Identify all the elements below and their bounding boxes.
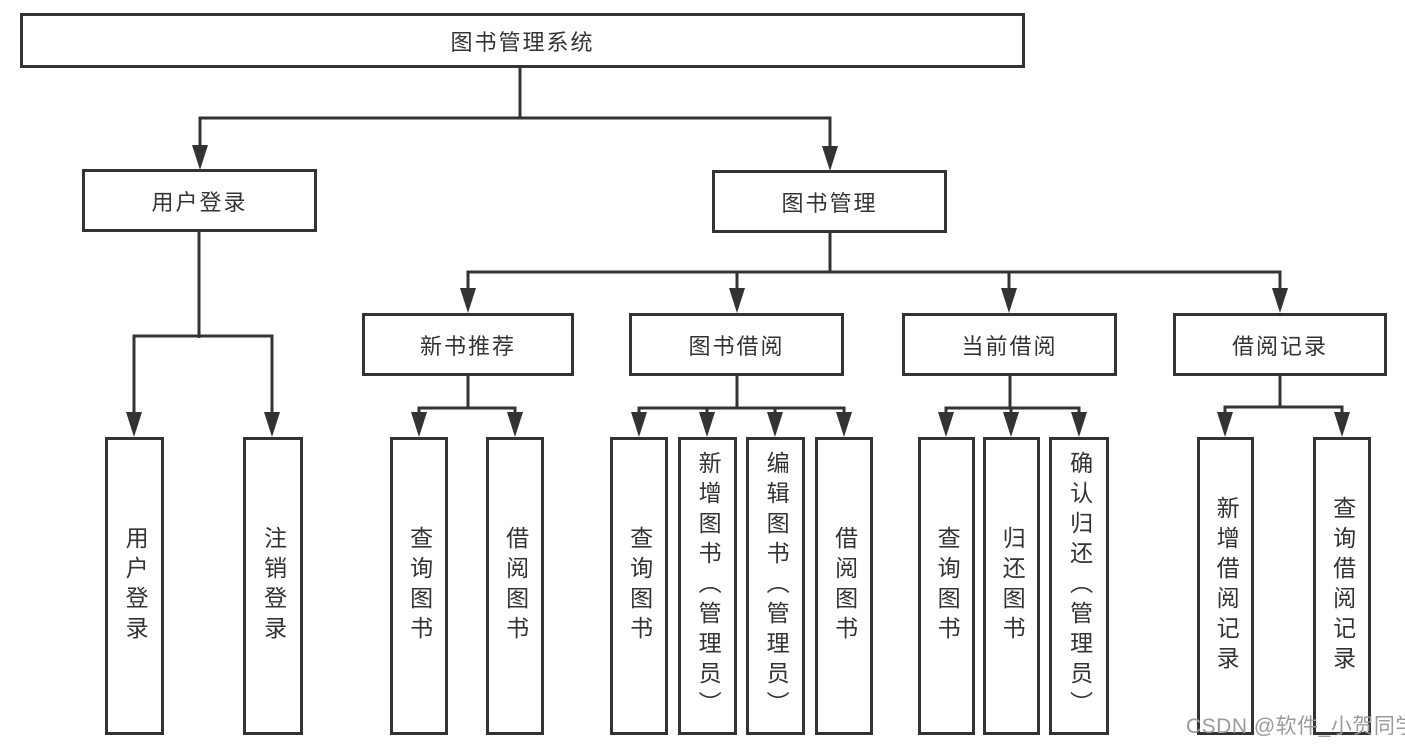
node-root-label: 图书管理系统 (450, 29, 595, 55)
leaf-cb-return-book: 归还图书 (983, 437, 1040, 735)
node-book-borrowing-label: 图书借阅 (688, 333, 785, 359)
node-book-borrowing: 图书借阅 (629, 313, 844, 376)
node-borrowing-records: 借阅记录 (1173, 313, 1387, 376)
node-current-borrowing: 当前借阅 (902, 313, 1117, 376)
node-root-system: 图书管理系统 (20, 13, 1025, 68)
connector-arrows (126, 145, 1350, 437)
leaf-logout: 注销登录 (243, 437, 303, 735)
leaf-cb-confirm-return-admin-label: 确认归还（管理员） (1066, 451, 1093, 721)
leaf-nbr-borrow-book-label: 借阅图书 (502, 526, 529, 646)
leaf-bb-query-book-label: 查询图书 (626, 526, 653, 646)
leaf-bb-borrow-book: 借阅图书 (815, 437, 873, 735)
node-new-book-recommend-label: 新书推荐 (419, 333, 516, 359)
watermark: CSDN @软件_小贺同学 (1186, 715, 1405, 738)
node-borrowing-records-label: 借阅记录 (1231, 333, 1328, 359)
leaf-cb-query-book: 查询图书 (918, 437, 975, 735)
leaf-nbr-query-book: 查询图书 (390, 437, 448, 735)
node-user-login-label: 用户登录 (151, 189, 248, 215)
leaf-user-login-label: 用户登录 (122, 526, 149, 646)
leaf-br-add-record-label: 新增借阅记录 (1213, 496, 1240, 676)
leaf-br-add-record: 新增借阅记录 (1197, 437, 1254, 735)
node-book-management: 图书管理 (712, 170, 947, 233)
leaf-nbr-query-book-label: 查询图书 (406, 526, 433, 646)
leaf-bb-add-book-admin-label: 新增图书（管理员） (695, 451, 722, 721)
node-user-login: 用户登录 (82, 169, 317, 232)
leaf-nbr-borrow-book: 借阅图书 (486, 437, 544, 735)
leaf-bb-borrow-book-label: 借阅图书 (831, 526, 858, 646)
leaf-bb-query-book: 查询图书 (610, 437, 668, 735)
leaf-br-query-record: 查询借阅记录 (1313, 437, 1371, 735)
node-book-management-label: 图书管理 (781, 190, 878, 216)
leaf-bb-edit-book-admin-label: 编辑图书（管理员） (763, 451, 790, 721)
node-new-book-recommend: 新书推荐 (362, 313, 574, 376)
leaf-br-query-record-label: 查询借阅记录 (1329, 496, 1356, 676)
leaf-cb-return-book-label: 归还图书 (999, 526, 1026, 646)
leaf-logout-label: 注销登录 (260, 526, 287, 646)
leaf-bb-add-book-admin: 新增图书（管理员） (678, 437, 737, 735)
leaf-cb-query-book-label: 查询图书 (934, 526, 961, 646)
leaf-bb-edit-book-admin: 编辑图书（管理员） (746, 437, 805, 735)
node-current-borrowing-label: 当前借阅 (961, 333, 1058, 359)
leaf-cb-confirm-return-admin: 确认归还（管理员） (1049, 437, 1109, 735)
leaf-user-login: 用户登录 (105, 437, 164, 735)
